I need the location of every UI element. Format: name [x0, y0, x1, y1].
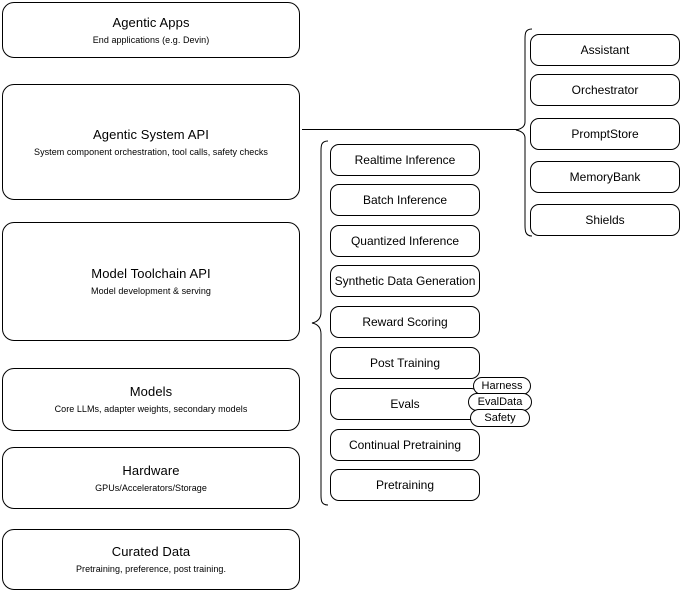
capability-box-synthetic-data-generation[interactable]: Synthetic Data Generation	[330, 265, 480, 297]
capability-label: Quantized Inference	[350, 234, 460, 248]
layer-subtitle: GPUs/Accelerators/Storage	[95, 482, 207, 493]
capability-label: Continual Pretraining	[348, 438, 462, 452]
layer-box-agentic-system-api[interactable]: Agentic System API System component orch…	[2, 84, 300, 200]
component-box-orchestrator[interactable]: Orchestrator	[530, 74, 680, 106]
capability-box-reward-scoring[interactable]: Reward Scoring	[330, 306, 480, 338]
component-box-promptstore[interactable]: PromptStore	[530, 118, 680, 150]
component-box-shields[interactable]: Shields	[530, 204, 680, 236]
capability-box-continual-pretraining[interactable]: Continual Pretraining	[330, 429, 480, 461]
eval-tag-evaldata[interactable]: EvalData	[468, 393, 532, 411]
layer-box-curated-data[interactable]: Curated Data Pretraining, preference, po…	[2, 529, 300, 590]
capability-box-batch-inference[interactable]: Batch Inference	[330, 184, 480, 216]
capability-label: Post Training	[369, 356, 441, 370]
capability-label: Pretraining	[375, 478, 435, 492]
capability-box-pretraining[interactable]: Pretraining	[330, 469, 480, 501]
layer-subtitle: Core LLMs, adapter weights, secondary mo…	[54, 404, 248, 414]
layer-subtitle: End applications (e.g. Devin)	[92, 34, 210, 45]
brace-toolchain-capabilities	[311, 140, 329, 506]
component-label: PromptStore	[571, 127, 639, 141]
layer-box-hardware[interactable]: Hardware GPUs/Accelerators/Storage	[2, 447, 300, 509]
layer-title: Models	[129, 384, 173, 399]
eval-tag-label: EvalData	[477, 396, 523, 408]
capability-box-realtime-inference[interactable]: Realtime Inference	[330, 144, 480, 176]
layer-title: Hardware	[122, 462, 180, 478]
layer-box-model-toolchain-api[interactable]: Model Toolchain API Model development & …	[2, 222, 300, 341]
layer-box-agentic-apps[interactable]: Agentic Apps End applications (e.g. Devi…	[2, 2, 300, 58]
component-box-memorybank[interactable]: MemoryBank	[530, 161, 680, 193]
layer-title: Curated Data	[111, 544, 191, 559]
capability-box-post-training[interactable]: Post Training	[330, 347, 480, 379]
layer-title: Model Toolchain API	[91, 266, 211, 281]
brace-agentic-components	[515, 28, 533, 237]
capability-label: Synthetic Data Generation	[334, 274, 476, 288]
capability-box-quantized-inference[interactable]: Quantized Inference	[330, 225, 480, 257]
capability-label: Evals	[390, 397, 420, 411]
connector-line-agentic-to-components	[302, 129, 518, 130]
component-box-assistant[interactable]: Assistant	[530, 34, 680, 66]
layer-title: Agentic Apps	[112, 14, 190, 30]
capability-box-evals[interactable]: Evals	[330, 388, 480, 420]
layer-title: Agentic System API	[93, 126, 209, 142]
component-label: Assistant	[580, 43, 630, 57]
capability-label: Reward Scoring	[362, 315, 448, 329]
capability-label: Batch Inference	[362, 193, 448, 207]
layer-box-models[interactable]: Models Core LLMs, adapter weights, secon…	[2, 368, 300, 431]
component-label: Orchestrator	[571, 83, 639, 97]
layer-subtitle: Pretraining, preference, post training.	[75, 564, 227, 574]
eval-tag-safety[interactable]: Safety	[470, 409, 530, 427]
eval-tag-label: Harness	[481, 380, 523, 392]
eval-tag-label: Safety	[484, 412, 516, 424]
layer-subtitle: System component orchestration, tool cal…	[34, 146, 268, 157]
component-label: Shields	[585, 213, 625, 227]
component-label: MemoryBank	[569, 170, 641, 184]
layer-subtitle: Model development & serving	[91, 286, 211, 296]
capability-label: Realtime Inference	[354, 153, 456, 167]
eval-tag-harness[interactable]: Harness	[473, 377, 531, 395]
